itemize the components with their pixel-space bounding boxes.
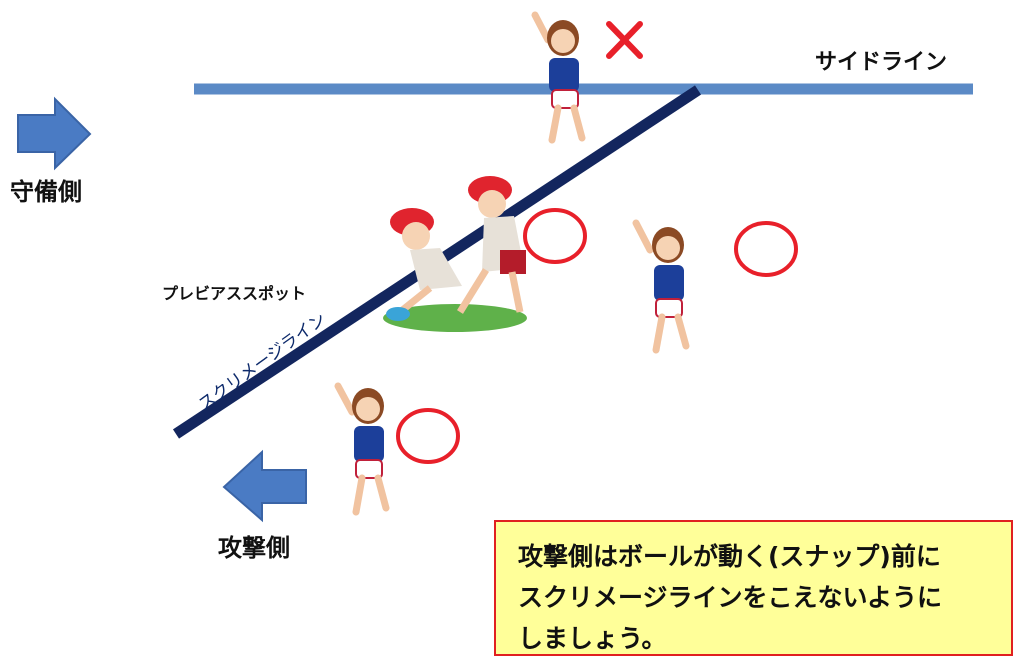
player-figure-offside [531, 11, 586, 144]
offside-ng-mark [606, 21, 643, 59]
crouching-players [383, 176, 527, 332]
ok-mark-3 [396, 408, 460, 464]
ok-mark-2 [734, 221, 798, 277]
defense-direction-arrow [17, 96, 92, 171]
side-line-label: サイドライン [815, 50, 948, 75]
pre-snap-spot-label: プレビアススポット [162, 284, 307, 303]
ok-mark-1 [523, 208, 587, 264]
offense-direction-arrow [222, 449, 307, 523]
defense-side-label: 守備側 [10, 178, 82, 206]
rule-note-box: 攻撃側はボールが動く(スナップ)前に スクリメージラインをこえないように しまし… [494, 520, 1013, 656]
offense-side-label: 攻撃側 [218, 534, 290, 562]
player-figure-bottom [334, 382, 390, 516]
rule-note-text: 攻撃側はボールが動く(スナップ)前に スクリメージラインをこえないように しまし… [518, 542, 943, 653]
player-figure-right [632, 219, 690, 354]
